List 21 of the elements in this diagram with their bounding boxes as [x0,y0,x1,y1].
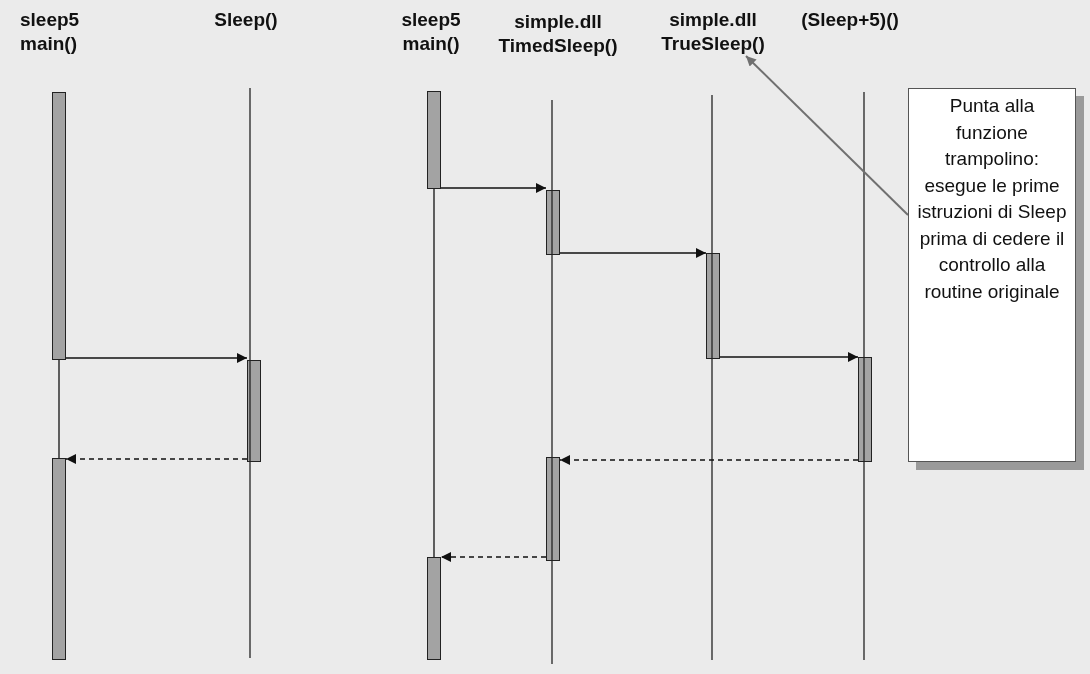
arrow [440,183,547,193]
arrow [440,552,547,562]
participant-label: (Sleep+5)() [790,8,910,32]
leader-line [745,55,909,216]
activation-bar [427,557,441,660]
activation-bar [52,458,66,660]
arrow [65,353,248,363]
participant-label: sleep5 main() [386,8,476,56]
participant-label: simple.dll TrueSleep() [648,8,778,56]
arrow [559,455,859,465]
activation-bar [52,92,66,360]
participant-label: simple.dll TimedSleep() [493,10,623,58]
activation-bar [427,91,441,189]
lifeline [58,359,60,459]
participant-label: Sleep() [206,8,286,32]
lifeline [433,188,435,558]
note-box: Punta alla funzione trampolino: esegue le prime istruzioni di Sleep prima di cedere il controllo alla routine originale [908,88,1076,462]
arrow [719,352,859,362]
arrow [65,454,248,464]
participant-label: sleep5 main() [20,8,100,56]
arrow [559,248,707,258]
